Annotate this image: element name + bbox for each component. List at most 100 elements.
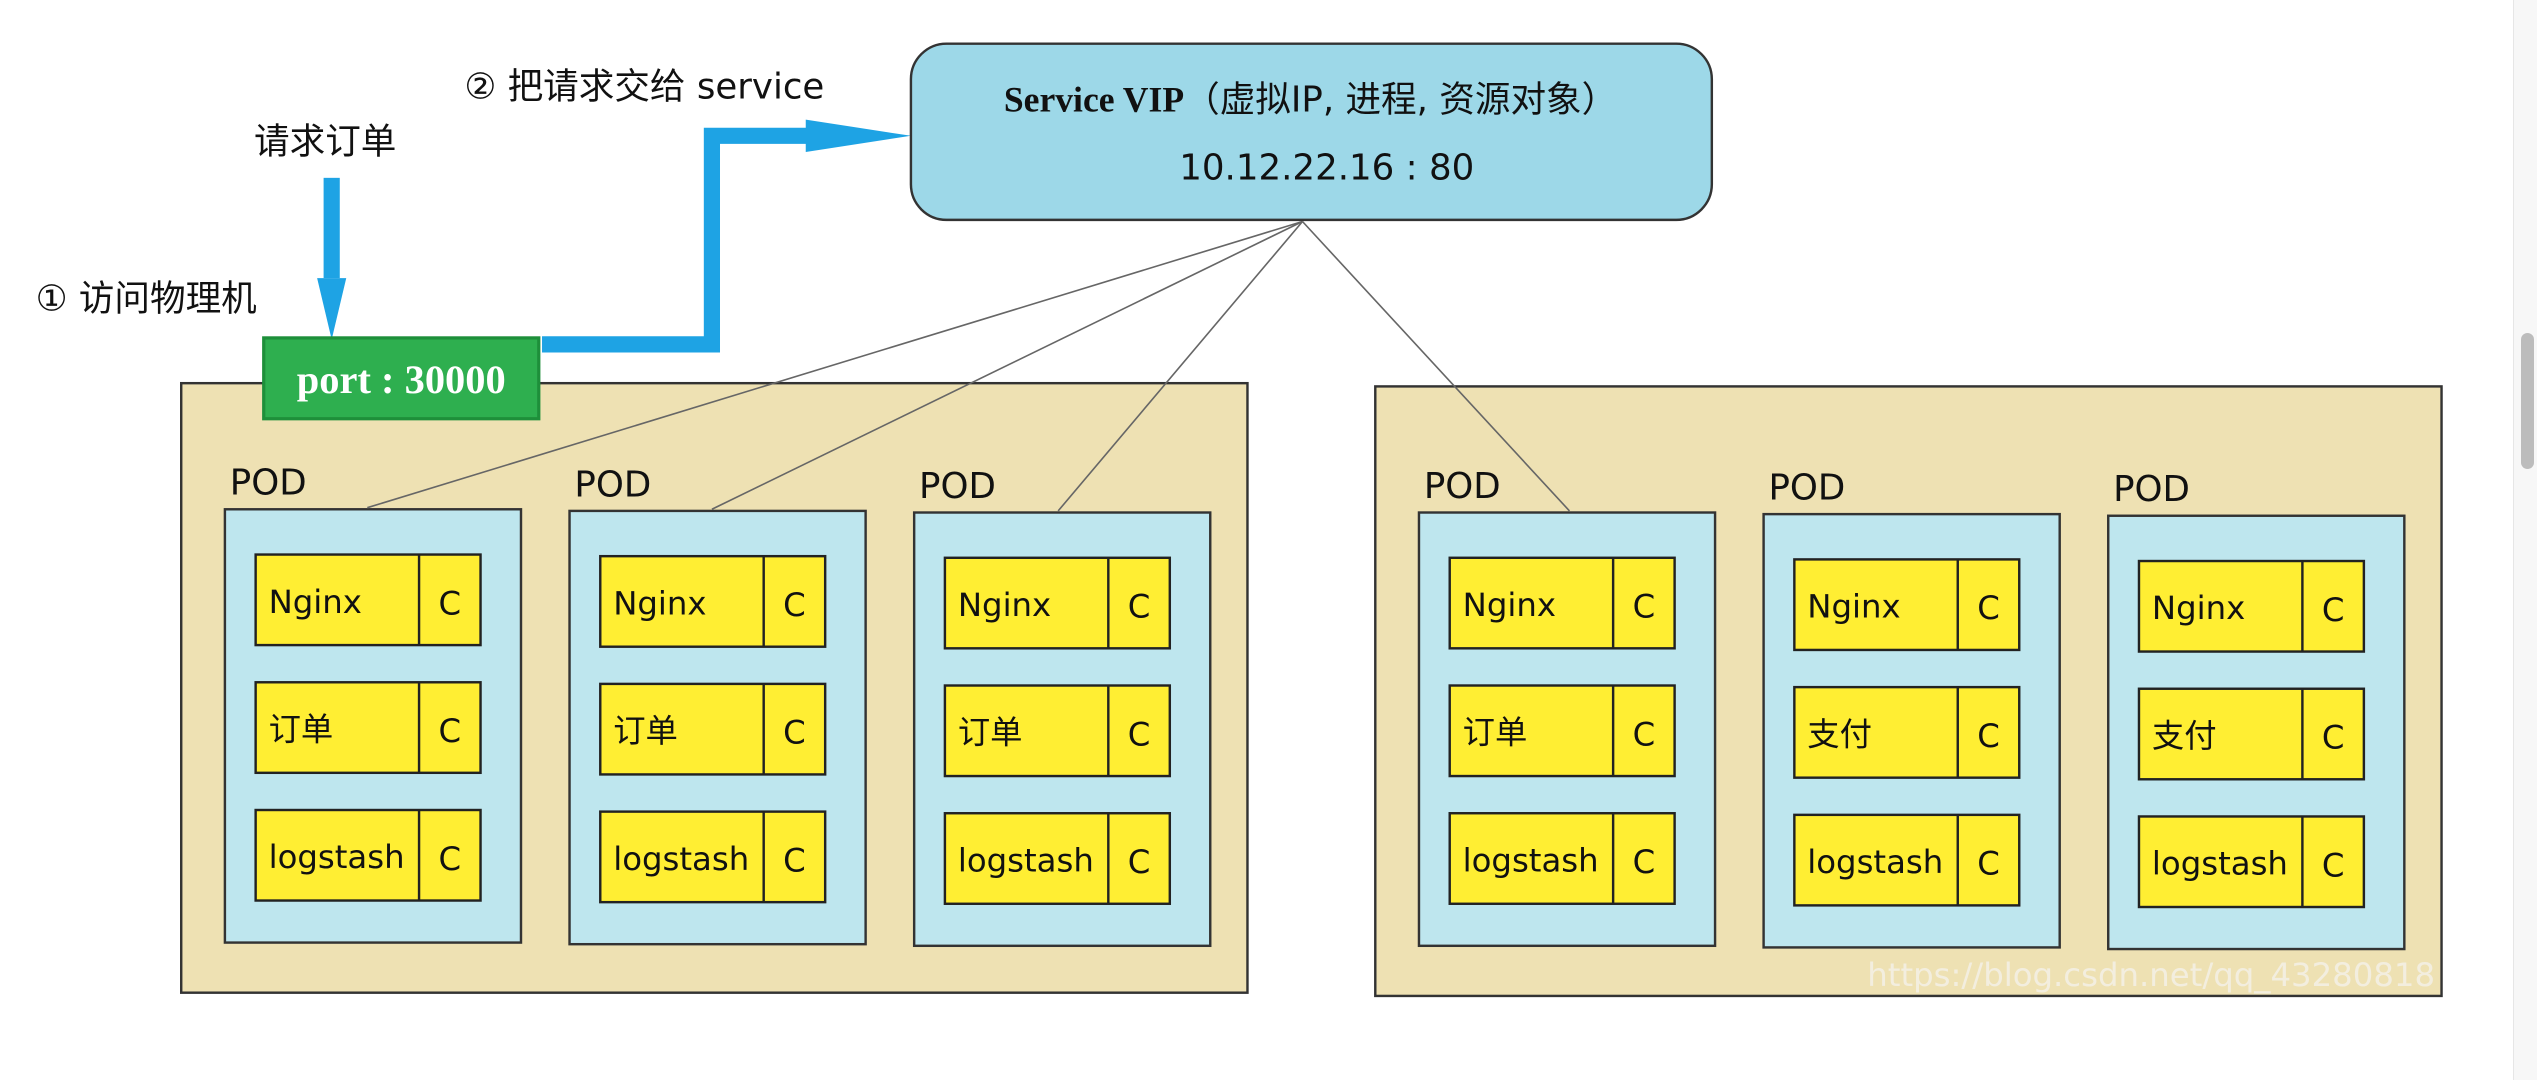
- request-order-label: 请求订单: [254, 122, 396, 163]
- container-box: [1448, 556, 1676, 650]
- container-name: 支付: [2152, 717, 2217, 755]
- container[interactable]: logstash C: [943, 812, 1172, 905]
- container-tag: C: [783, 841, 806, 879]
- container-tag: C: [439, 712, 462, 750]
- container-box: [2137, 815, 2366, 909]
- port-label: port : 30000: [297, 357, 506, 402]
- forward-arrow-path: [542, 127, 809, 353]
- container[interactable]: 订单 C: [254, 681, 482, 775]
- service-vip-box[interactable]: Service VIP（虚拟IP, 进程, 资源对象） 10.12.22.16 …: [909, 42, 1714, 222]
- container[interactable]: logstash C: [599, 810, 827, 904]
- pod-label: POD: [2113, 469, 2190, 510]
- container-box: [254, 808, 482, 902]
- container[interactable]: 订单 C: [599, 682, 827, 776]
- container-name: 订单: [269, 710, 334, 748]
- container-box: [599, 554, 827, 648]
- service-title-rest: （虚拟IP, 进程, 资源对象）: [1184, 80, 1617, 121]
- container-box: [2137, 559, 2366, 653]
- container-tag: C: [1128, 715, 1151, 753]
- service-pod-links: [367, 220, 1571, 512]
- container-name: logstash: [613, 840, 749, 878]
- container-box: [943, 556, 1172, 650]
- container-name: Nginx: [1807, 588, 1900, 626]
- container-tag: C: [2322, 846, 2345, 884]
- node-port-box[interactable]: port : 30000: [262, 336, 541, 421]
- container-name: Nginx: [958, 586, 1051, 624]
- container-box: [599, 682, 827, 776]
- container-tag: C: [783, 714, 806, 752]
- service-title-bold: Service VIP: [1004, 80, 1184, 120]
- scrollbar-thumb[interactable]: [2521, 333, 2534, 469]
- step2-label: ② 把请求交给 service: [464, 67, 824, 108]
- request-arrow-head: [317, 278, 347, 340]
- service-title: Service VIP（虚拟IP, 进程, 资源对象）: [1004, 80, 1617, 121]
- service-box-bg: [909, 42, 1714, 222]
- container-name: Nginx: [269, 583, 362, 621]
- container-tag: C: [1128, 588, 1151, 626]
- container[interactable]: Nginx C: [943, 556, 1172, 650]
- container[interactable]: 订单 C: [943, 684, 1172, 778]
- container-name: 订单: [613, 712, 678, 750]
- container-tag: C: [2322, 719, 2345, 757]
- container[interactable]: logstash C: [2137, 815, 2366, 909]
- vertical-scrollbar[interactable]: [2513, 0, 2537, 1080]
- container-tag: C: [439, 840, 462, 878]
- service-link-line: [1301, 220, 1571, 512]
- service-link-line: [711, 220, 1303, 511]
- request-arrow-shaft: [323, 177, 340, 279]
- pod-label: POD: [1424, 466, 1501, 507]
- pod-label: POD: [919, 466, 996, 507]
- container-tag: C: [1128, 843, 1151, 881]
- container-name: logstash: [2152, 845, 2288, 883]
- pod-label: POD: [574, 464, 651, 505]
- container[interactable]: Nginx C: [599, 554, 827, 648]
- container-box: [254, 681, 482, 775]
- container-box: [943, 684, 1172, 778]
- forward-arrow: [542, 119, 911, 353]
- container-tag: C: [1633, 588, 1656, 626]
- container-box: [1448, 684, 1676, 778]
- container[interactable]: 支付 C: [2137, 687, 2366, 781]
- request-arrow: [317, 177, 347, 340]
- container[interactable]: Nginx C: [2137, 559, 2366, 653]
- container-tag: C: [1977, 845, 2000, 883]
- container-tag: C: [1633, 715, 1656, 753]
- step1-label: ① 访问物理机: [36, 278, 257, 319]
- container-box: [943, 812, 1172, 905]
- watermark: https://blog.csdn.net/qq_43280818: [1867, 956, 2435, 994]
- container-name: Nginx: [2152, 589, 2245, 627]
- container-name: logstash: [1463, 841, 1599, 879]
- pod-label: POD: [1768, 468, 1845, 509]
- container-box: [599, 810, 827, 904]
- container-name: 支付: [1807, 715, 1872, 753]
- forward-arrow-head: [805, 119, 911, 152]
- container-box: [1793, 685, 2021, 779]
- container-tag: C: [2322, 591, 2345, 629]
- service-link-line: [1057, 220, 1304, 512]
- container-box: [1793, 813, 2021, 907]
- container-name: Nginx: [613, 584, 706, 622]
- container-name: 订单: [958, 714, 1023, 752]
- pod-label: POD: [230, 463, 307, 504]
- container-tag: C: [783, 586, 806, 624]
- container-box: [254, 553, 482, 647]
- container-name: logstash: [958, 841, 1094, 879]
- port-box-bg: [262, 336, 541, 421]
